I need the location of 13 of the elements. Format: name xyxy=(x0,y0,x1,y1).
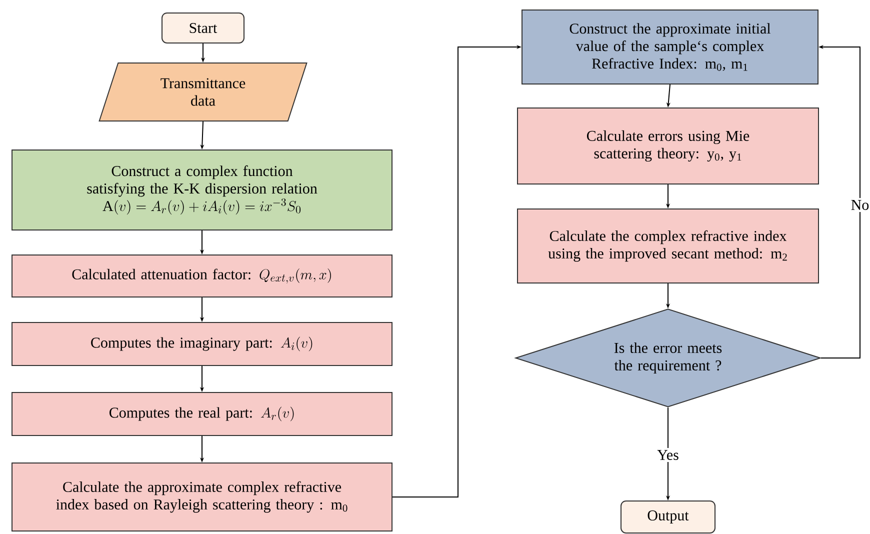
edge-label: Yes xyxy=(655,448,681,462)
process-box: Construct a complex function satisfying the K-K dispersion relation $\mathrm{A}(v) = A_r(v) + iA_i(v) = ix^{-3}S_0$ xyxy=(12,150,392,230)
process-box: Computes the imaginary part: $A_i(v)$ xyxy=(12,322,392,366)
process-box: Computes the real part: $A_r(v)$ xyxy=(12,392,392,436)
end-terminal: Output xyxy=(620,500,716,534)
start-terminal: Start xyxy=(162,12,244,44)
process-box: Calculate the complex refractive index using the improved secant method: m$_{2}$ xyxy=(517,208,819,284)
data-parallelogram: Transmittance data xyxy=(98,62,308,122)
edge-label: No xyxy=(848,198,870,212)
process-box: Calculate errors using Mie scattering theory: y$_{0}$, y$_{1}$ xyxy=(517,108,819,184)
process-box: Calculate the approximate complex refractive index based on Rayleigh scattering theory : m$_{0}$ xyxy=(12,462,392,532)
process-box: Construct the approximate initial value of the sample‘s complex Refractive Index: m$_{0}$, m$_{1}$ xyxy=(522,10,818,84)
process-box: Calculated attenuation factor: $Q_{ext,v}(m,x)$ xyxy=(12,254,392,298)
